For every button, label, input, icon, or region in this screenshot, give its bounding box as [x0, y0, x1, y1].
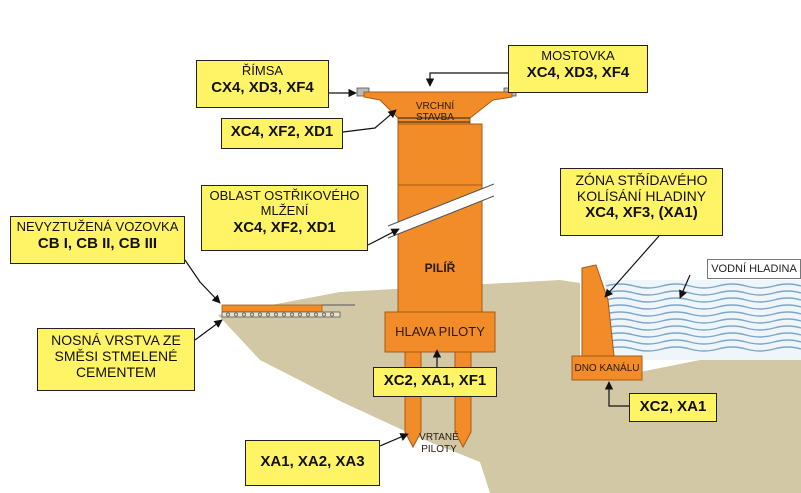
deck-title: MOSTOVKA	[541, 48, 615, 63]
cornice-label: ŘÍMSA CX4, XD3, XF4	[196, 60, 329, 108]
superstructure-text: VRCHNÍ STAVBA	[400, 101, 470, 123]
spray-zone-title-1: OBLAST OSTŘIKOVÉHO	[209, 188, 360, 203]
channel-wall	[581, 264, 615, 357]
pile-cap-label: XC2, XA1, XF1	[373, 367, 497, 397]
superstructure-label: XC4, XF2, XD1	[221, 118, 343, 149]
piles-classes: XA1, XA2, XA3	[260, 453, 365, 470]
spray-zone-title-2: MLŽENÍ	[260, 202, 309, 218]
piles-label: XA1, XA2, XA3	[245, 440, 380, 486]
spray-zone-label: OBLAST OSTŘIKOVÉHO MLŽENÍ XC4, XF2, XD1	[201, 185, 368, 251]
base-layer-line1: NOSNÁ VRSTVA ZE	[51, 332, 181, 348]
bored-piles-text: VRTANÉ PILOTY	[414, 432, 464, 456]
bored-piles-text-line1: VRTANÉ	[419, 432, 459, 443]
channel-bottom-text: DNO KANÁLU	[574, 363, 640, 374]
bored-piles-text-line2: PILOTY	[421, 444, 457, 455]
water-zone-title-1: ZÓNA STŘÍDAVÉHO	[575, 172, 708, 188]
road-layers	[221, 304, 355, 318]
water-level-label: VODNÍ HLADINA	[707, 259, 801, 279]
pile-cap-text: HLAVA PILOTY	[395, 324, 485, 339]
pier-text: PILÍŘ	[424, 261, 456, 275]
water-zone-title-2: KOLÍSÁNÍ HLADINY	[576, 188, 707, 205]
channel-bottom-slab	[571, 355, 643, 381]
base-layer-line2: SMĚSI STMELENÉ	[54, 348, 178, 365]
deck-classes: XC4, XD3, XF4	[526, 63, 630, 81]
superstructure-text-line1: VRCHNÍ	[415, 101, 455, 112]
superstructure-text-line2: STAVBA	[416, 112, 454, 123]
spray-zone-classes: XC4, XF2, XD1	[233, 218, 336, 236]
pile-cap-classes: XC2, XA1, XF1	[383, 372, 487, 389]
leader-lines	[184, 72, 691, 447]
channel-bottom-label: XC2, XA1	[629, 393, 717, 422]
road-label: NEVYZTUŽENÁ VOZOVKA CB I, CB II, CB III	[10, 216, 185, 264]
water-fluctuation-zone-label: ZÓNA STŘÍDAVÉHO KOLÍSÁNÍ HLADINY XC4, XF…	[560, 168, 723, 236]
road-title: NEVYZTUŽENÁ VOZOVKA	[16, 219, 179, 234]
base-layer-line3: CEMENTEM	[75, 364, 157, 381]
bridge-deck	[356, 87, 517, 125]
ground-section	[218, 280, 801, 493]
bridge-pier	[387, 123, 495, 315]
water-zone-classes: XC4, XF3, (XA1)	[585, 204, 698, 222]
cornice-title: ŘÍMSA	[241, 63, 284, 78]
channel-bottom-classes: XC2, XA1	[639, 398, 707, 415]
base-layer-label: NOSNÁ VRSTVA ZE SMĚSI STMELENÉ CEMENTEM	[37, 328, 195, 391]
water-area	[605, 280, 801, 360]
road-classes: CB I, CB II, CB III	[37, 234, 158, 252]
cornice-classes: CX4, XD3, XF4	[211, 78, 314, 96]
superstructure-classes: XC4, XF2, XD1	[230, 123, 334, 140]
deck-label: MOSTOVKA XC4, XD3, XF4	[508, 45, 648, 93]
